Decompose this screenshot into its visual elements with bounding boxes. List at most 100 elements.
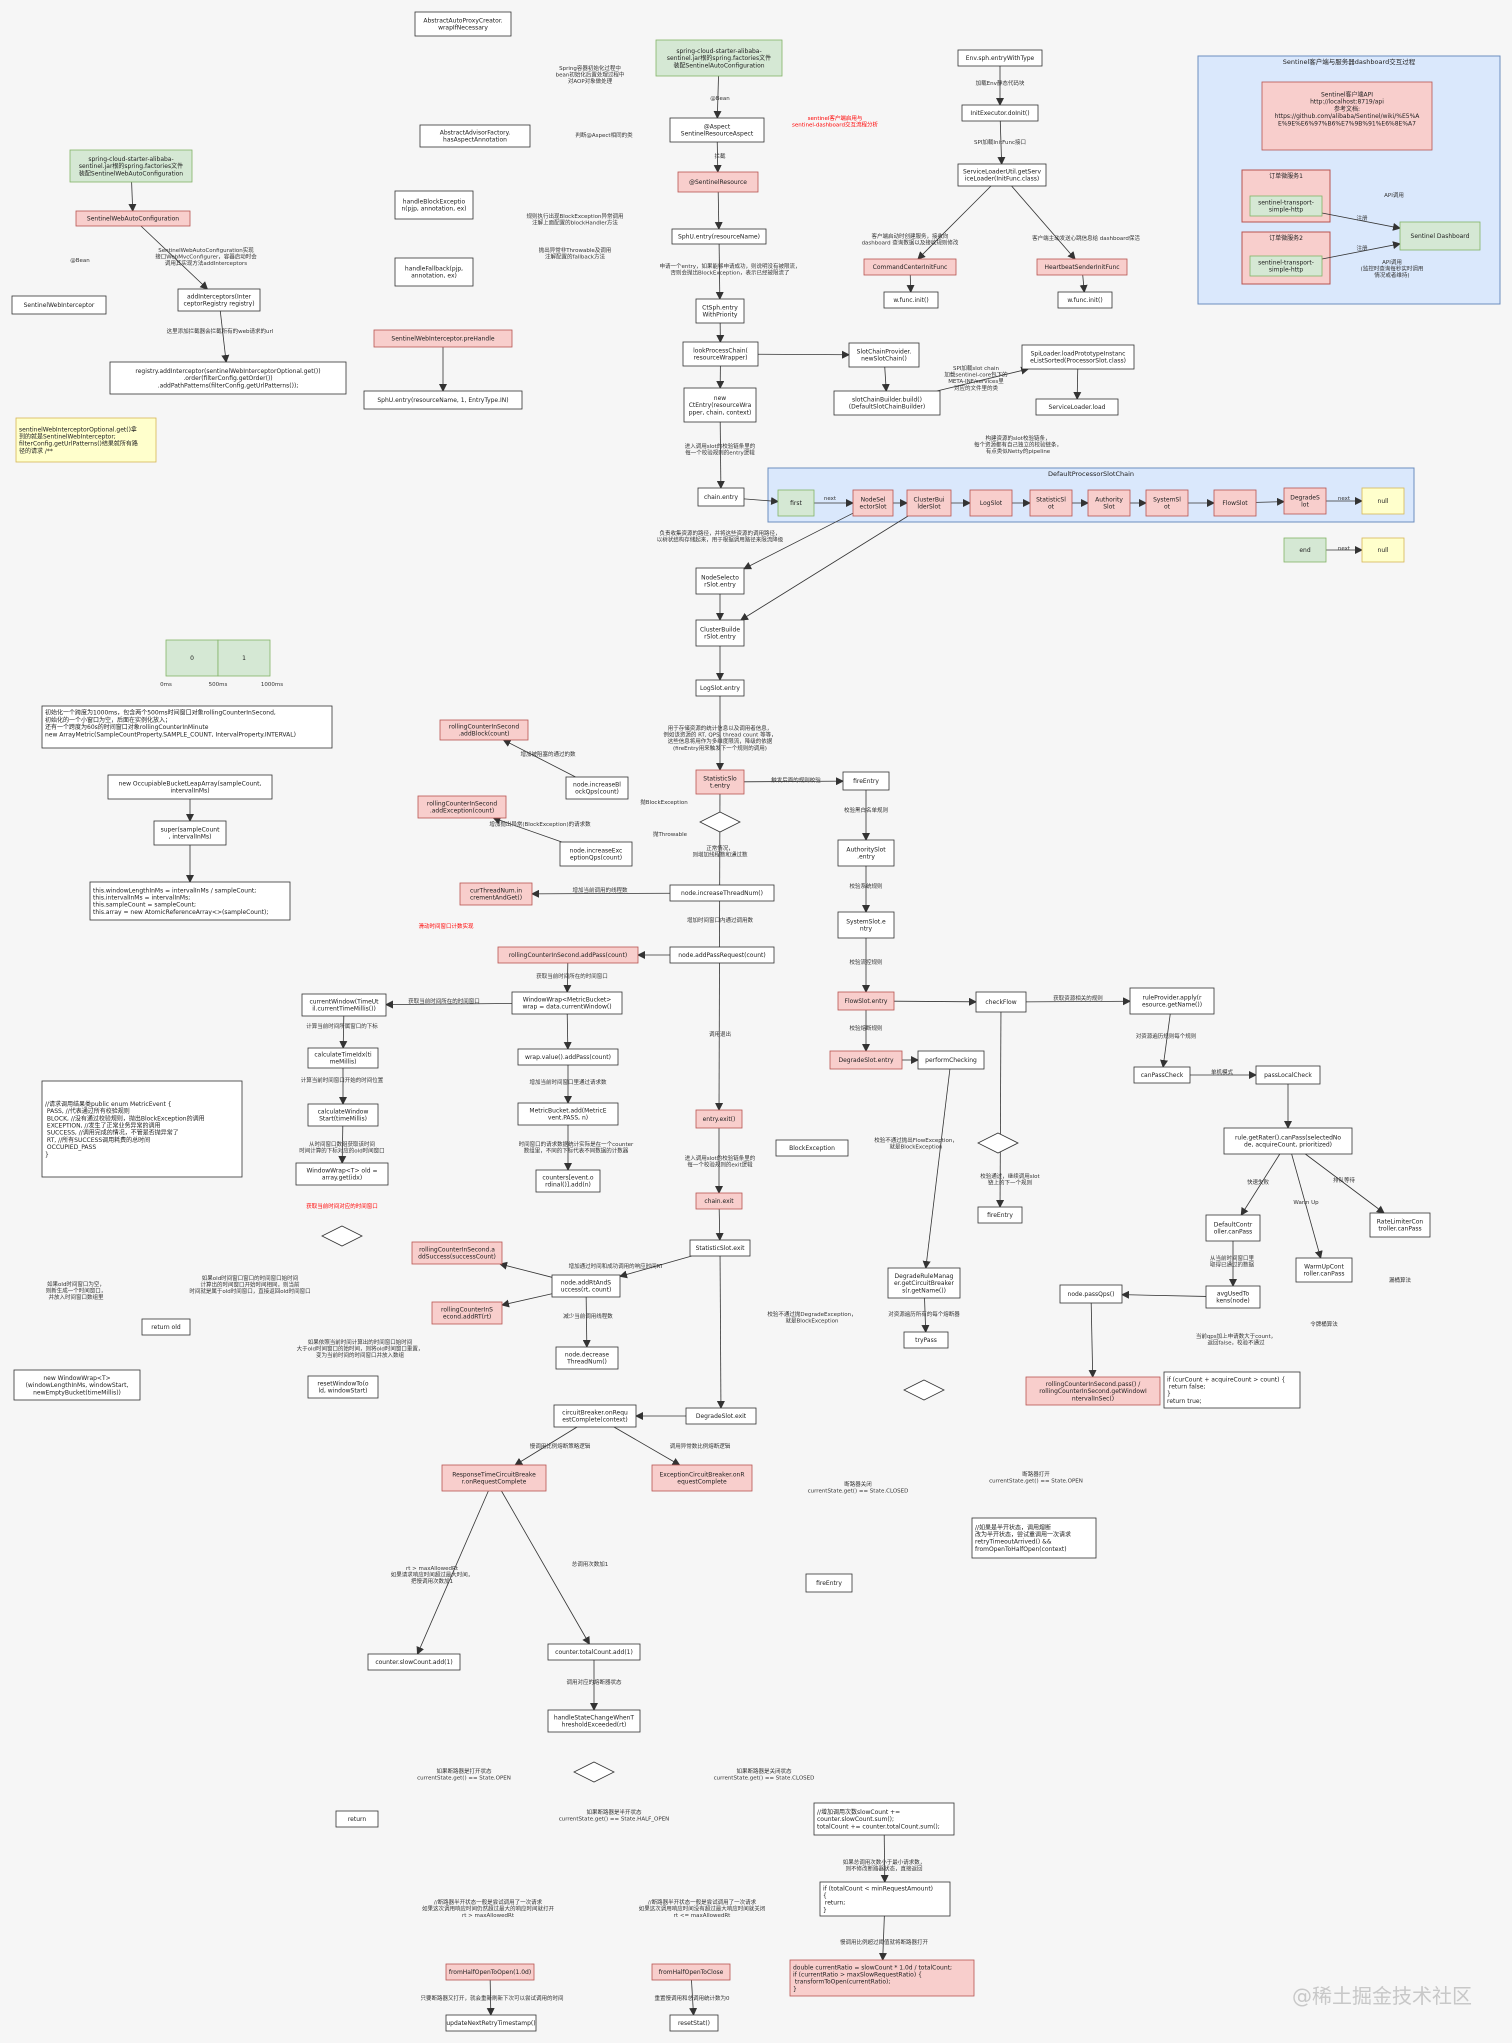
label-l_thread: 增加当前调用的线程数 xyxy=(572,886,628,894)
label-l_reg1: 注册 xyxy=(1356,214,1368,222)
node-scl-label: ServiceLoader.load xyxy=(1049,404,1106,411)
node-regadd xyxy=(109,361,347,395)
node-aspect xyxy=(669,117,765,143)
node-rlc xyxy=(1369,1212,1431,1238)
label-l_getwin: 获取当前时间所在的时间窗口 xyxy=(536,972,608,980)
edge-slg-hsif xyxy=(1011,185,1076,260)
node-fhoo-label: fromHalfOpenToOpen(1.0d) xyxy=(449,1969,531,1976)
node-fsentry xyxy=(837,991,895,1011)
node-nsentry xyxy=(695,567,745,595)
node-ctna xyxy=(459,882,533,906)
node-asentry-label: AuthoritySlot.entry xyxy=(846,847,886,861)
label-l_compare: 当前qps加上申请数大于count，返回false，校验不通过 xyxy=(1196,1332,1276,1347)
edge-naras-ndtn xyxy=(582,1296,591,1348)
label-l_flow: 校验流控规则 xyxy=(849,958,882,966)
node-null1-label: null xyxy=(1378,498,1389,505)
node-scl xyxy=(1035,398,1119,416)
node-superc-label: super(sampleCount, intervalInMs) xyxy=(161,827,221,841)
label-l_same: 如果old时间窗口窗口的时间窗口始时间计算出的时间窗口开始时间相同，则当前时间就… xyxy=(189,1274,310,1295)
node-napr-label: node.addPassRequest(count) xyxy=(678,952,765,959)
edge-rgrc-wuc xyxy=(1291,1153,1323,1259)
node-null2-label: null xyxy=(1378,547,1389,554)
node-ctor-label: 初始化一个跨度为1000ms，包含两个500ms时间窗口对象rollingCou… xyxy=(45,709,296,739)
node-swi-label: SentinelWebInterceptor xyxy=(24,302,95,309)
node-wwmb-label: WindowWrap<MetricBucket>wrap = data.curr… xyxy=(522,997,611,1011)
node-cbentry xyxy=(695,619,745,647)
node-blockex xyxy=(775,1139,849,1157)
label-l_calc_idx: 计算当前时间所属窗口的下标 xyxy=(306,1022,378,1030)
node-lpc-label: lookProcessChain(resourceWrapper) xyxy=(693,348,748,362)
label-l_getrules: 获取资源相关的规则 xyxy=(1053,994,1103,1002)
node-ifcur xyxy=(1163,1371,1301,1409)
node-sphentry xyxy=(671,228,767,245)
node-dsentry xyxy=(829,1050,903,1070)
node-blockex-label: BlockException xyxy=(789,1145,835,1152)
node-rwt xyxy=(307,1375,379,1399)
node-checkflow-label: checkFlow xyxy=(985,999,1016,1006)
label-l_after_close: 重置慢调用和总调用统计数为0 xyxy=(654,1994,730,2002)
label-l_slow_rt: 慢调用比例熔断策略逻辑 xyxy=(530,1442,591,1450)
label-l_auth: 校验黑白名单规则 xyxy=(844,806,888,814)
node-enumcode xyxy=(41,1080,243,1178)
label-l_init_spi: 加载Env静态代码块 xyxy=(976,79,1025,87)
node-chainexit xyxy=(695,1192,743,1210)
node-envsph xyxy=(957,49,1043,67)
edge-ssexit-naras xyxy=(619,1255,692,1279)
label-l_total: 总调用次数加1 xyxy=(572,1560,609,1568)
node-fls xyxy=(1213,489,1257,517)
node-superc xyxy=(153,820,227,846)
node-entryexit-label: entry.exit() xyxy=(703,1116,736,1123)
node-nibq xyxy=(565,776,629,800)
node-fhoo xyxy=(445,1963,535,1981)
node-scbb xyxy=(833,390,941,416)
node-oblba xyxy=(107,774,273,800)
node-chainexit-label: chain.exit xyxy=(704,1198,734,1205)
label-l_normal: 正常情况，则增加线程数和通过数 xyxy=(692,844,748,859)
decision-dm_trypass xyxy=(903,1379,945,1401)
node-sres xyxy=(677,171,759,193)
node-hfb-label: handleFallback(pjp,annotation, ex) xyxy=(405,266,463,280)
order-service-2-label: 订单微服务2 xyxy=(1269,234,1303,242)
node-nitn xyxy=(669,884,775,902)
node-ls xyxy=(969,489,1013,517)
label-l_traverse: 对资源遍历规则每个规则 xyxy=(1136,1032,1197,1040)
node-iftotal xyxy=(819,1881,951,1917)
node-chainentry xyxy=(697,487,745,507)
node-csca xyxy=(367,1653,461,1671)
label-l_half_right: //断路器半开状态一般是尝试调用了一次请求如果这次调用响应时间没有超过最大响应时… xyxy=(639,1898,766,1919)
label-l_entry_desc: 申请一个entry，如果能够申请成功，则说明没有被限流，否则会抛出BlockEx… xyxy=(659,262,800,277)
node-mbadd xyxy=(517,1102,619,1126)
node-fireentry1 xyxy=(842,771,890,791)
edge-rcap-wwmb xyxy=(563,962,572,993)
node-spcp-label: SlotChainProvider.newSlotChain() xyxy=(857,349,912,363)
node-hfb xyxy=(394,257,474,287)
node-sys xyxy=(1145,489,1189,517)
node-niep xyxy=(559,841,633,867)
dashboard-title: Sentinel客户端与服务器dashboard交互过程 xyxy=(1283,57,1416,66)
label-l_dec: 减少当前调用线程数 xyxy=(563,1312,613,1320)
label-l_throw_flow: 校验不通过抛出FlowException，就是BlockException xyxy=(874,1136,958,1151)
node-sdash-label: Sentinel Dashboard xyxy=(1411,233,1470,240)
slot-chain-title: DefaultProcessorSlotChain xyxy=(1048,470,1134,478)
edge-ssentry-fireentry1 xyxy=(743,777,844,786)
edge-splp-scl xyxy=(1073,368,1082,400)
node-wwmb xyxy=(511,991,623,1015)
node-hsif xyxy=(1036,258,1128,276)
node-ifne xyxy=(971,1517,1097,1559)
node-fhoc xyxy=(651,1963,731,1981)
node-npq-label: node.passQps() xyxy=(1068,1291,1115,1298)
node-wfi1 xyxy=(883,291,939,309)
node-swiph-label: SentinelWebInterceptor.preHandle xyxy=(391,336,494,343)
edge-fsentry-checkflow xyxy=(893,997,977,1006)
